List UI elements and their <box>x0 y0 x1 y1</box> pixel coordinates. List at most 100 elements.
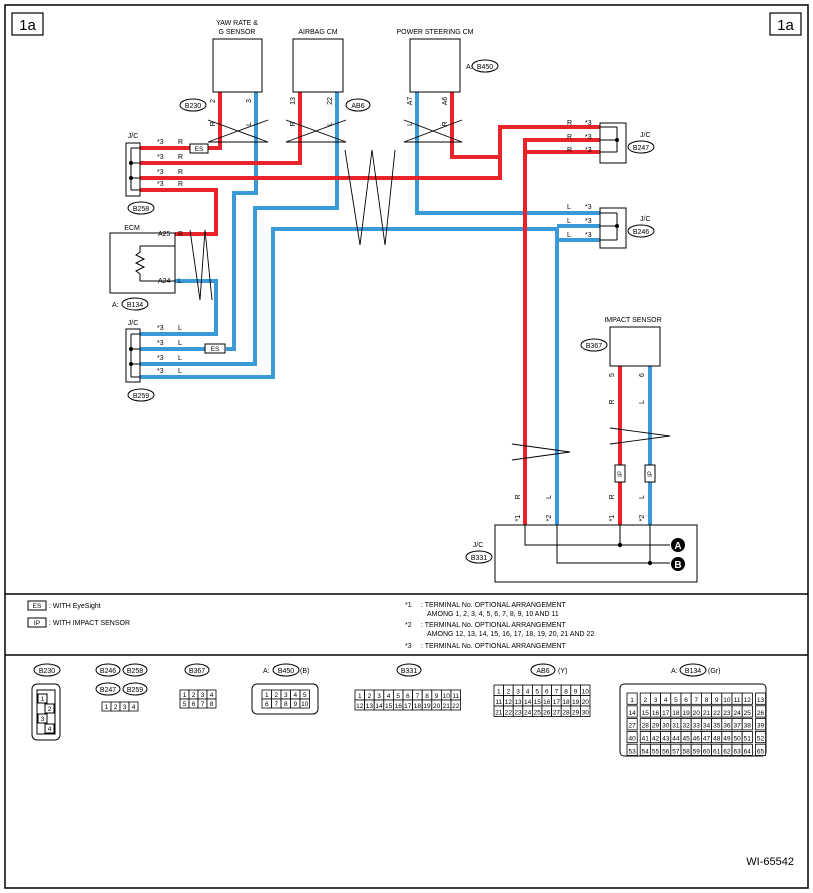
legend-ip-text: : WITH IMPACT SENSOR <box>49 620 130 627</box>
conn-b134-pin-39: 39 <box>757 723 765 730</box>
conn-b134-pin-59: 59 <box>693 748 701 755</box>
conn-b134-pin-4: 4 <box>664 697 668 704</box>
conn-b134-pin-45: 45 <box>682 736 690 743</box>
impact-pin-b: 6 <box>639 373 646 377</box>
conn-b134-pin-49: 49 <box>723 736 731 743</box>
page-tag-left: 1a <box>19 17 36 34</box>
twist-ecm <box>189 229 213 301</box>
jc-b259-label: J/C <box>128 320 139 327</box>
conn-b134-pin-27-cell <box>626 718 638 731</box>
conn-b331-pin-10: 10 <box>443 693 451 700</box>
conn-b134-pin-5: 5 <box>674 697 678 704</box>
jc-b331-wire-r1: R <box>515 494 522 499</box>
conn-ab6-pin-27: 27 <box>553 709 561 716</box>
page-tag-left-box <box>11 12 44 36</box>
jc-b247-box <box>599 122 627 164</box>
jc-b259-wire-1: L <box>178 325 182 332</box>
conn-b367-code: B367 <box>189 668 205 675</box>
conn-b134-pin-1: 1 <box>630 697 634 704</box>
conn-ab6-pin-16: 16 <box>543 699 551 706</box>
wire-yaw-r <box>208 92 222 150</box>
conn-ab6-suffix: (Y) <box>558 668 567 675</box>
conn-ab6-pin-6: 6 <box>545 688 549 695</box>
ps-pin-b: A6 <box>442 97 449 106</box>
conn-ab6-pin-24: 24 <box>524 709 532 716</box>
wire-airbag-r <box>140 92 302 165</box>
conn-b230-code: B230 <box>39 668 55 675</box>
page-frame <box>4 4 809 889</box>
conn-b246-pin-4: 4 <box>132 704 136 711</box>
conn-b331-pin-21: 21 <box>443 703 451 710</box>
conn-b134-pin-25-cell <box>741 705 753 718</box>
jc-b246-star-3: *3 <box>585 232 592 239</box>
jc-b246-star-2: *3 <box>585 218 592 225</box>
wire-ends <box>140 146 205 351</box>
twist-airbag <box>285 119 347 143</box>
conn-ab6-pin-9: 9 <box>574 688 578 695</box>
conn-b367-pin-7: 7 <box>201 701 205 708</box>
yaw-title-1: YAW RATE & <box>216 20 258 27</box>
conn-b134-pin-35: 35 <box>713 723 721 730</box>
conn-b134-pin-53-cell <box>626 743 638 756</box>
conn-b134-pin-43: 43 <box>662 736 670 743</box>
jc-b258-rows <box>129 147 140 191</box>
conn-b134-pin-64: 64 <box>744 748 752 755</box>
conn-b246-badge <box>95 663 121 677</box>
conn-b134-pin-44: 44 <box>672 736 680 743</box>
wire-airbag-l <box>140 92 339 366</box>
ecm-box <box>109 232 176 294</box>
conn-b450-prefix: A: <box>263 668 270 675</box>
jc-b331-point-a: A <box>674 541 681 552</box>
conn-b134-code: B134 <box>685 668 701 675</box>
jc-b331-bus-b <box>556 525 670 564</box>
legend-es-tag-text: ES <box>33 603 42 610</box>
jc-b258-label: J/C <box>128 133 139 140</box>
jc-b331-star-1b: *1 <box>609 515 616 522</box>
ps-wire-b: R <box>442 121 449 126</box>
impact-title: IMPACT SENSOR <box>604 317 661 324</box>
ps-code-badge <box>471 59 499 73</box>
conn-ab6-pin-22: 22 <box>505 709 513 716</box>
wire-ps-l <box>415 92 600 215</box>
twist-yaw <box>207 119 269 143</box>
jc-b247-label: J/C <box>640 132 651 139</box>
conn-b134-suffix: (Gr) <box>708 668 720 675</box>
conn-b450-pin-9: 9 <box>293 701 297 708</box>
conn-b230-pin-4-cell <box>44 723 55 734</box>
twist-markers <box>189 119 671 461</box>
conn-b134-pin-61: 61 <box>713 748 721 755</box>
conn-b367-pin-8-cell <box>206 698 217 709</box>
yaw-code-badge <box>179 98 207 112</box>
conn-b134-pin-6: 6 <box>684 697 688 704</box>
conn-b134-pin-27: 27 <box>628 723 636 730</box>
wire-b247-b331 <box>523 138 600 525</box>
conn-b331-pin-9: 9 <box>435 693 439 700</box>
conn-b134-pin-26-cell <box>755 705 767 718</box>
conn-ab6-pin-29: 29 <box>572 709 580 716</box>
jc-b246-code-badge <box>627 224 655 238</box>
jc-b331-node-b <box>647 560 653 566</box>
twist-center <box>344 149 396 246</box>
conn-b134-pin-37: 37 <box>733 723 741 730</box>
es-tag-blue <box>204 343 226 354</box>
conn-ab6-pin-25: 25 <box>534 709 542 716</box>
jc-b259-star-1: *3 <box>157 325 164 332</box>
conn-ab6-pin-26: 26 <box>543 709 551 716</box>
jc-b247-wire-1: R <box>567 120 572 127</box>
conn-b367-pin-5: 5 <box>183 701 187 708</box>
ecm-title: ECM <box>124 225 140 232</box>
conn-b450-pin-5: 5 <box>303 692 307 699</box>
impact-sensor-box <box>609 326 661 367</box>
jc-b259-code-badge <box>127 388 155 402</box>
legend-es-text: : WITH EyeSight <box>49 603 101 610</box>
conn-b134-pin-51: 51 <box>744 736 752 743</box>
conn-b331-pin-7: 7 <box>416 693 420 700</box>
legend-note1-mark: *1 <box>405 602 412 609</box>
conn-b246-pin-2: 2 <box>114 704 118 711</box>
conn-ab6-pin-17: 17 <box>553 699 561 706</box>
conn-b134-pin-1-cell <box>626 692 638 705</box>
jc-b259-wire-3: L <box>178 355 182 362</box>
